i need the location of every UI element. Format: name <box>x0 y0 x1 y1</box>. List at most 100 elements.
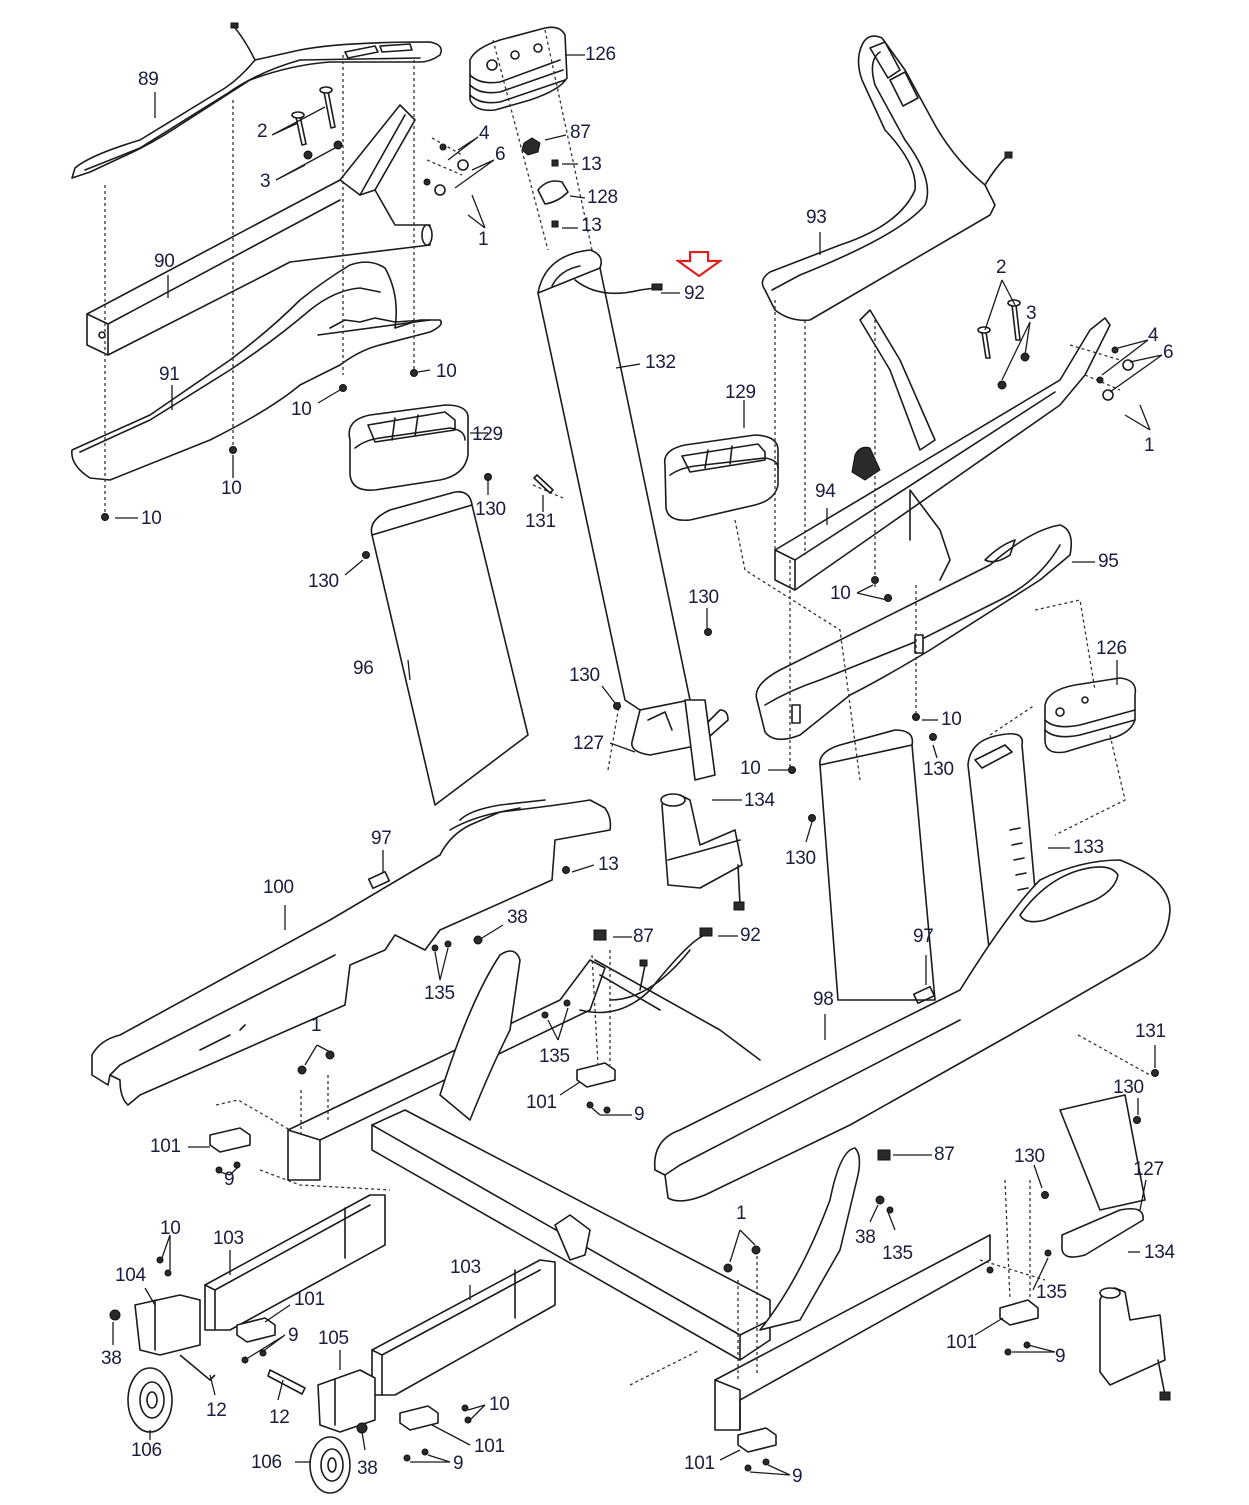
part-label: 3 <box>1026 303 1037 324</box>
part-label-highlighted: 92 <box>684 283 705 304</box>
part-label: 89 <box>138 69 159 90</box>
part-label: 104 <box>115 1265 146 1286</box>
part-label: 129 <box>725 382 756 403</box>
part-101-foot-pads <box>209 1062 1039 1453</box>
part-label: 128 <box>587 187 618 208</box>
part-label: 101 <box>526 1092 557 1113</box>
part-label: 126 <box>1096 638 1127 659</box>
part-label: 87 <box>934 1144 955 1165</box>
part-label: 10 <box>291 399 312 420</box>
part-103-extension-left <box>204 1194 386 1331</box>
part-label: 126 <box>585 44 616 65</box>
part-label: 92 <box>740 925 761 946</box>
part-label: 134 <box>1144 1242 1175 1263</box>
part-label: 130 <box>569 665 600 686</box>
part-label: 97 <box>371 828 392 849</box>
part-129-cap-right <box>663 434 779 522</box>
bolts-2 <box>291 86 1021 494</box>
part-label: 100 <box>263 877 294 898</box>
part-label: 10 <box>436 361 457 382</box>
part-label: 91 <box>159 364 180 385</box>
part-label: 9 <box>634 1104 645 1125</box>
part-label: 130 <box>1014 1146 1045 1167</box>
part-label: 10 <box>941 709 962 730</box>
part-label: 9 <box>288 1325 299 1346</box>
part-126-upper-grip <box>469 26 568 112</box>
part-127-134-lift-assembly <box>631 699 745 911</box>
part-126-right-grip <box>1044 677 1137 754</box>
part-90-handlebar-frame <box>86 104 433 356</box>
part-label: 6 <box>495 144 506 165</box>
part-label: 4 <box>479 123 490 144</box>
part-label: 101 <box>294 1289 325 1310</box>
part-label: 130 <box>785 848 816 869</box>
part-label: 1 <box>1144 435 1155 456</box>
part-label: 10 <box>830 583 851 604</box>
part-label: 1 <box>311 1015 322 1036</box>
part-104-wheel-bracket <box>134 1294 201 1356</box>
part-label: 9 <box>224 1169 235 1190</box>
part-label: 38 <box>101 1348 122 1369</box>
part-label: 6 <box>1163 342 1174 363</box>
part-label: 2 <box>996 257 1007 278</box>
part-label: 130 <box>308 571 339 592</box>
part-label: 127 <box>1133 1159 1164 1180</box>
part-label: 1 <box>736 1203 747 1224</box>
part-label: 135 <box>1036 1282 1067 1303</box>
part-label: 98 <box>813 989 834 1010</box>
part-label: 97 <box>913 926 934 947</box>
part-label: 129 <box>472 424 503 445</box>
part-label: 9 <box>792 1466 803 1487</box>
part-label: 94 <box>815 481 836 502</box>
part-97-label-left <box>367 870 391 890</box>
part-label: 127 <box>573 733 604 754</box>
part-label: 101 <box>150 1136 181 1157</box>
part-92-wire-harness <box>579 927 713 1014</box>
part-label: 10 <box>160 1218 181 1239</box>
part-label: 90 <box>154 251 175 272</box>
part-label: 131 <box>1135 1021 1166 1042</box>
part-label: 3 <box>260 171 271 192</box>
leader-lines <box>112 54 1163 1476</box>
part-label: 1 <box>478 229 489 250</box>
part-label: 12 <box>206 1400 227 1421</box>
part-label: 13 <box>598 854 619 875</box>
part-label: 38 <box>507 907 528 928</box>
part-94-handlebar-frame <box>774 309 1111 591</box>
part-label: 38 <box>855 1227 876 1248</box>
part-label: 9 <box>453 1453 464 1474</box>
highlight-arrow-icon <box>676 251 722 277</box>
fasteners <box>101 140 1159 1472</box>
part-label: 130 <box>475 499 506 520</box>
part-106-wheel-left <box>127 1367 173 1433</box>
part-100-base-cover <box>91 799 612 1106</box>
part-label: 93 <box>806 207 827 228</box>
part-127-134-right-lift <box>1059 1094 1171 1401</box>
part-label: 87 <box>570 122 591 143</box>
part-label: 87 <box>633 926 654 947</box>
part-98-base-cover <box>653 859 1171 1202</box>
part-label: 106 <box>251 1452 282 1473</box>
part-label: 106 <box>131 1440 162 1461</box>
part-label: 38 <box>357 1458 378 1479</box>
part-95-handlebar-cover <box>755 489 1073 741</box>
part-103-extension-right <box>371 1259 556 1396</box>
part-label: 130 <box>923 759 954 780</box>
part-label: 2 <box>257 121 268 142</box>
alignment-lines <box>104 29 1151 1386</box>
part-129-cap-left <box>348 404 469 492</box>
part-97-label-right <box>912 985 936 1005</box>
part-label: 133 <box>1073 837 1104 858</box>
part-label: 13 <box>581 215 602 236</box>
part-label: 101 <box>946 1332 977 1353</box>
part-label: 135 <box>539 1046 570 1067</box>
part-label: 135 <box>424 983 455 1004</box>
part-label: 10 <box>740 758 761 779</box>
part-label: 103 <box>213 1228 244 1249</box>
base-frame <box>287 950 991 1431</box>
part-12-axle-left <box>179 1354 216 1381</box>
part-label: 103 <box>450 1257 481 1278</box>
part-label: 12 <box>269 1407 290 1428</box>
part-96-upright <box>370 490 529 806</box>
